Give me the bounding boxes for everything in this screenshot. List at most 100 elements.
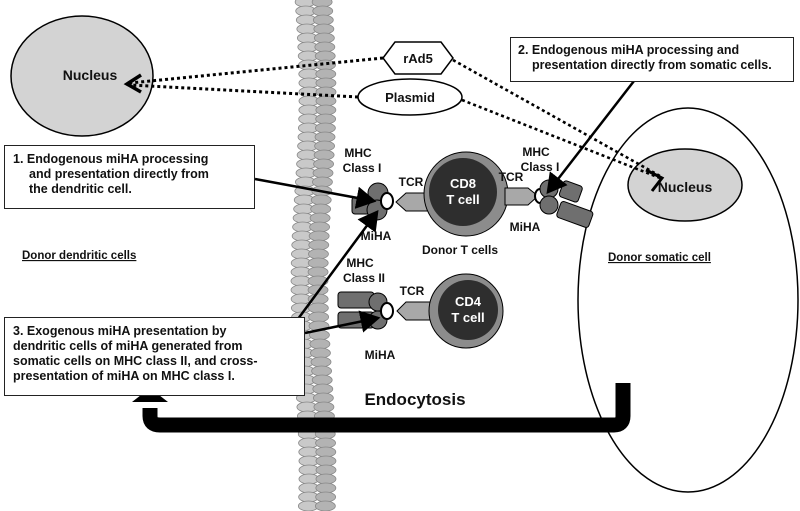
- callout-2-line-2: presentation directly from somatic cells…: [532, 58, 772, 72]
- membrane-lipid: [311, 365, 333, 377]
- membrane-lipid: [312, 14, 334, 26]
- callout-3-arrow-mhc-i: [293, 209, 379, 324]
- nucleus-left-label: Nucleus: [63, 67, 118, 83]
- callout-3-line-1: 3. Exogenous miHA presentation by: [13, 324, 227, 338]
- membrane-lipid: [309, 338, 331, 350]
- nucleus-right-label: Nucleus: [658, 179, 713, 195]
- membrane-lipid: [313, 158, 334, 170]
- callout-3-line-3: somatic cells on MHC class II, and cross…: [13, 354, 258, 368]
- membrane-lipid: [315, 68, 337, 80]
- callout-1-line-2: and presentation directly from: [29, 167, 209, 181]
- mhc-class-ii-label-line1: MHC: [346, 256, 374, 270]
- membrane-lipid: [314, 50, 336, 62]
- callout-3-arrow-mhc-ii: [304, 310, 381, 335]
- membrane-lipid: [312, 392, 334, 404]
- membrane-lipid: [312, 5, 334, 17]
- donor-t-cells-label: Donor T cells: [422, 243, 498, 257]
- tcr-cd4-label: TCR: [400, 284, 425, 298]
- membrane-lipid: [315, 437, 336, 449]
- membrane-lipid: [310, 194, 332, 206]
- membrane-lipid: [315, 455, 337, 467]
- callout-box-3: 3. Exogenous miHA presentation by dendri…: [4, 317, 305, 396]
- mhc-class-i-left-label-line2: Class I: [343, 161, 382, 175]
- tcr-cd4-receptor: [396, 301, 433, 321]
- miha-peptide-bottom: [380, 302, 394, 320]
- nucleus-left-arrowhead: [123, 73, 142, 94]
- mhc-class-i-left-label-line1: MHC: [344, 146, 372, 160]
- callout-1-line-1: 1. Endogenous miHA processing: [13, 152, 209, 166]
- membrane-lipid: [309, 212, 331, 224]
- membrane-lipid: [312, 167, 334, 179]
- tcr-left-label: TCR: [399, 175, 424, 189]
- tcr-right-receptor: [504, 187, 539, 206]
- membrane-lipid: [313, 32, 335, 44]
- membrane-lipid: [315, 446, 337, 458]
- membrane-lipid: [308, 248, 329, 260]
- callout-2-arrow: [546, 80, 635, 194]
- membrane-lipid: [314, 140, 336, 152]
- callout-3-line-2: dendritic cells of miHA generated from: [13, 339, 243, 353]
- membrane-lipid: [310, 347, 331, 359]
- membrane-lipid: [314, 122, 336, 134]
- endocytosis-arrow: [142, 383, 631, 433]
- cd4-t-cell-label: T cell: [451, 310, 484, 325]
- membrane-lipid: [314, 500, 336, 511]
- membrane-lipid: [307, 257, 329, 269]
- callout-1-line-3: the dendritic cell.: [29, 182, 132, 196]
- miha-right-label: MiHA: [510, 220, 541, 234]
- callout-1-arrow: [254, 177, 377, 209]
- membrane-lipid: [312, 176, 333, 188]
- nucleus-left-shape: [10, 15, 154, 137]
- membrane-lipid: [314, 131, 336, 143]
- membrane-lipid: [311, 374, 333, 386]
- cd8-label: CD8: [450, 176, 476, 191]
- callout-2-line-1: 2. Endogenous miHA processing and: [518, 43, 740, 57]
- mhc-class-i-right-label-line2: Class I: [521, 160, 560, 174]
- nucleus-right-arrowhead: [645, 168, 665, 192]
- mhc-class-i-right-label-line1: MHC: [522, 145, 550, 159]
- donor-somatic-cell-label: Donor somatic cell: [608, 252, 711, 264]
- mhc-class-i-right-block-lower: [556, 201, 594, 228]
- mhc-class-ii-block-upper: [337, 291, 375, 309]
- miha-left-label: MiHA: [361, 229, 392, 243]
- endocytosis-label: Endocytosis: [364, 390, 465, 409]
- membrane-lipid: [310, 203, 332, 215]
- membrane-lipid: [312, 383, 334, 395]
- membrane-lipid: [315, 95, 337, 107]
- membrane-lipid: [307, 266, 329, 278]
- membrane-lipid: [315, 491, 337, 503]
- membrane-lipid: [313, 401, 335, 413]
- cell-membrane: [290, 0, 337, 511]
- donor-dendritic-cells-label: Donor dendritic cells: [22, 250, 136, 262]
- callout-3-line-4: presentation of miHA on MHC class I.: [13, 369, 235, 383]
- membrane-lipid: [315, 473, 337, 485]
- mhc-class-i-right-block-upper: [558, 180, 583, 203]
- membrane-lipid: [307, 302, 329, 314]
- cd8-t-cell-label: T cell: [446, 192, 479, 207]
- membrane-lipid: [309, 221, 331, 233]
- membrane-lipid: [315, 104, 337, 116]
- membrane-lipid: [310, 356, 332, 368]
- callout-box-1: 1. Endogenous miHA processing and presen…: [4, 145, 255, 209]
- tcr-right-label: TCR: [499, 170, 524, 184]
- miha-bottom-label: MiHA: [365, 348, 396, 362]
- nucleus-right-shape: [627, 148, 743, 222]
- membrane-lipid: [314, 41, 336, 53]
- membrane-lipid: [308, 230, 330, 242]
- cd8-t-cell-inner: [429, 158, 497, 226]
- dotted-path-plasmid-to-nucleus-left: [129, 83, 359, 99]
- cd4-label: CD4: [455, 294, 482, 309]
- membrane-lipid: [315, 464, 337, 476]
- miha-peptide-left: [380, 192, 394, 210]
- membrane-lipid: [313, 149, 335, 161]
- plasmid-vector-shape: [357, 78, 463, 116]
- rad5-vector-label: rAd5: [403, 51, 433, 66]
- mhc-class-ii-label-line2: Class II: [343, 271, 385, 285]
- membrane-lipid: [315, 77, 337, 89]
- membrane-lipid: [315, 113, 337, 125]
- membrane-lipid: [308, 239, 330, 251]
- dotted-path-rad5-to-nucleus-left: [129, 56, 384, 85]
- plasmid-vector-label: Plasmid: [385, 90, 435, 105]
- mhc-class-i-right-domain-lower: [539, 195, 559, 215]
